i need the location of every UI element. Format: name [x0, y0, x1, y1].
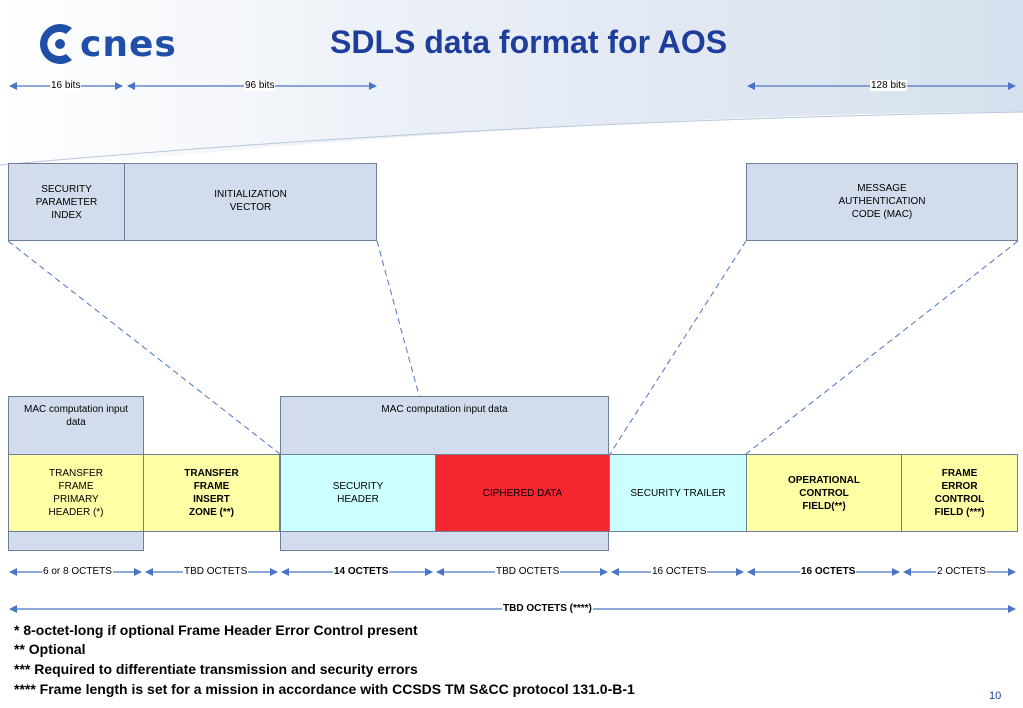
security-header: SECURITY HEADER — [280, 454, 436, 532]
dim-label-spi: 16 bits — [50, 80, 82, 91]
projection-line-mac-left — [609, 240, 747, 455]
ciphered-data: CIPHERED DATA — [435, 454, 610, 532]
page-title: SDLS data format for AOS — [330, 24, 728, 60]
dim-label-iv: 96 bits — [244, 80, 276, 91]
mac-input-left-label: MAC computation input data — [24, 404, 128, 428]
security-trailer: SECURITY TRAILER — [609, 454, 747, 532]
page-number: 10 — [989, 690, 1002, 702]
octets-label-security-trailer: 16 OCTETS — [651, 566, 708, 577]
spi-box: SECURITY PARAMETER INDEX — [8, 163, 125, 241]
frame-primary-header: TRANSFER FRAME PRIMARY HEADER (*) — [8, 454, 144, 532]
mac-box: MESSAGE AUTHENTICATION CODE (MAC) — [746, 163, 1018, 241]
operational-control-field: OPERATIONAL CONTROL FIELD(**) — [746, 454, 902, 532]
frame-error-control-field: FRAME ERROR CONTROL FIELD (***) — [901, 454, 1018, 532]
octets-label-ocf: 16 OCTETS — [800, 566, 857, 577]
octets-label-security-header: 14 OCTETS — [333, 566, 390, 577]
cnes-logo-text: cnes — [80, 24, 177, 65]
projection-line-mac-right — [745, 240, 1019, 455]
footnote-4: **** Frame length is set for a mission i… — [14, 681, 635, 697]
dim-label-mac: 128 bits — [870, 80, 908, 91]
octets-label-ciphered-data: TBD OCTETS — [495, 566, 561, 577]
mac-input-center-label: MAC computation input data — [381, 404, 508, 415]
footnote-2: ** Optional — [14, 641, 86, 657]
octets-label-total: TBD OCTETS (****) — [502, 603, 593, 614]
iv-box: INITIALIZATION VECTOR — [124, 163, 377, 241]
octets-label-insert-zone: TBD OCTETS — [183, 566, 249, 577]
footnote-1: * 8-octet-long if optional Frame Header … — [14, 622, 418, 638]
cnes-logo-icon — [40, 24, 72, 64]
octets-label-primary-header: 6 or 8 OCTETS — [42, 566, 113, 577]
octets-label-fecf: 2 OCTETS — [936, 566, 987, 577]
frame-insert-zone: TRANSFER FRAME INSERT ZONE (**) — [143, 454, 280, 532]
projection-line-spi-left — [7, 240, 281, 455]
footnote-3: *** Required to differentiate transmissi… — [14, 661, 418, 677]
